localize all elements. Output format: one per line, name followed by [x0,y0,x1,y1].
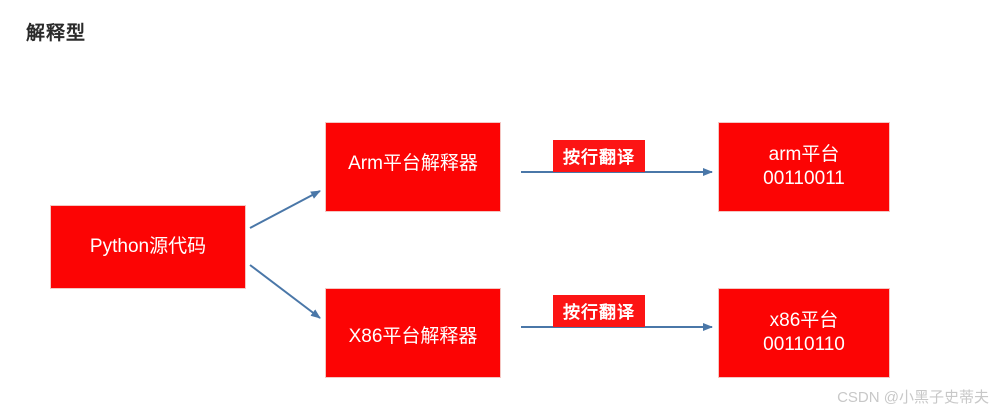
box-label-line: X86平台解释器 [348,326,478,347]
box-arm-output: arm平台 00110011 [718,122,890,212]
arrow-source-to-x86 [249,264,321,319]
box-label-line-binary: 00110110 [763,334,845,355]
edge-label-bottom: 按行翻译 [553,295,645,327]
box-arm-interpreter: Arm平台解释器 [325,122,501,212]
box-label-line: arm平台 [768,143,840,165]
box-label-line: x86平台 [769,309,839,331]
box-label-line-binary: 00110011 [763,168,845,189]
edge-label-top: 按行翻译 [553,140,645,172]
box-x86-output: x86平台 00110110 [718,288,890,378]
box-label-line: Python源代码 [89,235,207,257]
page-title: 解释型 [26,23,87,44]
arrow-source-to-arm [249,190,321,229]
watermark: CSDN @小黑子史蒂夫 [837,389,989,406]
box-x86-interpreter: X86平台解释器 [325,288,501,378]
box-python-source: Python源代码 [50,205,246,289]
box-label-line: Arm平台解释器 [348,153,478,174]
